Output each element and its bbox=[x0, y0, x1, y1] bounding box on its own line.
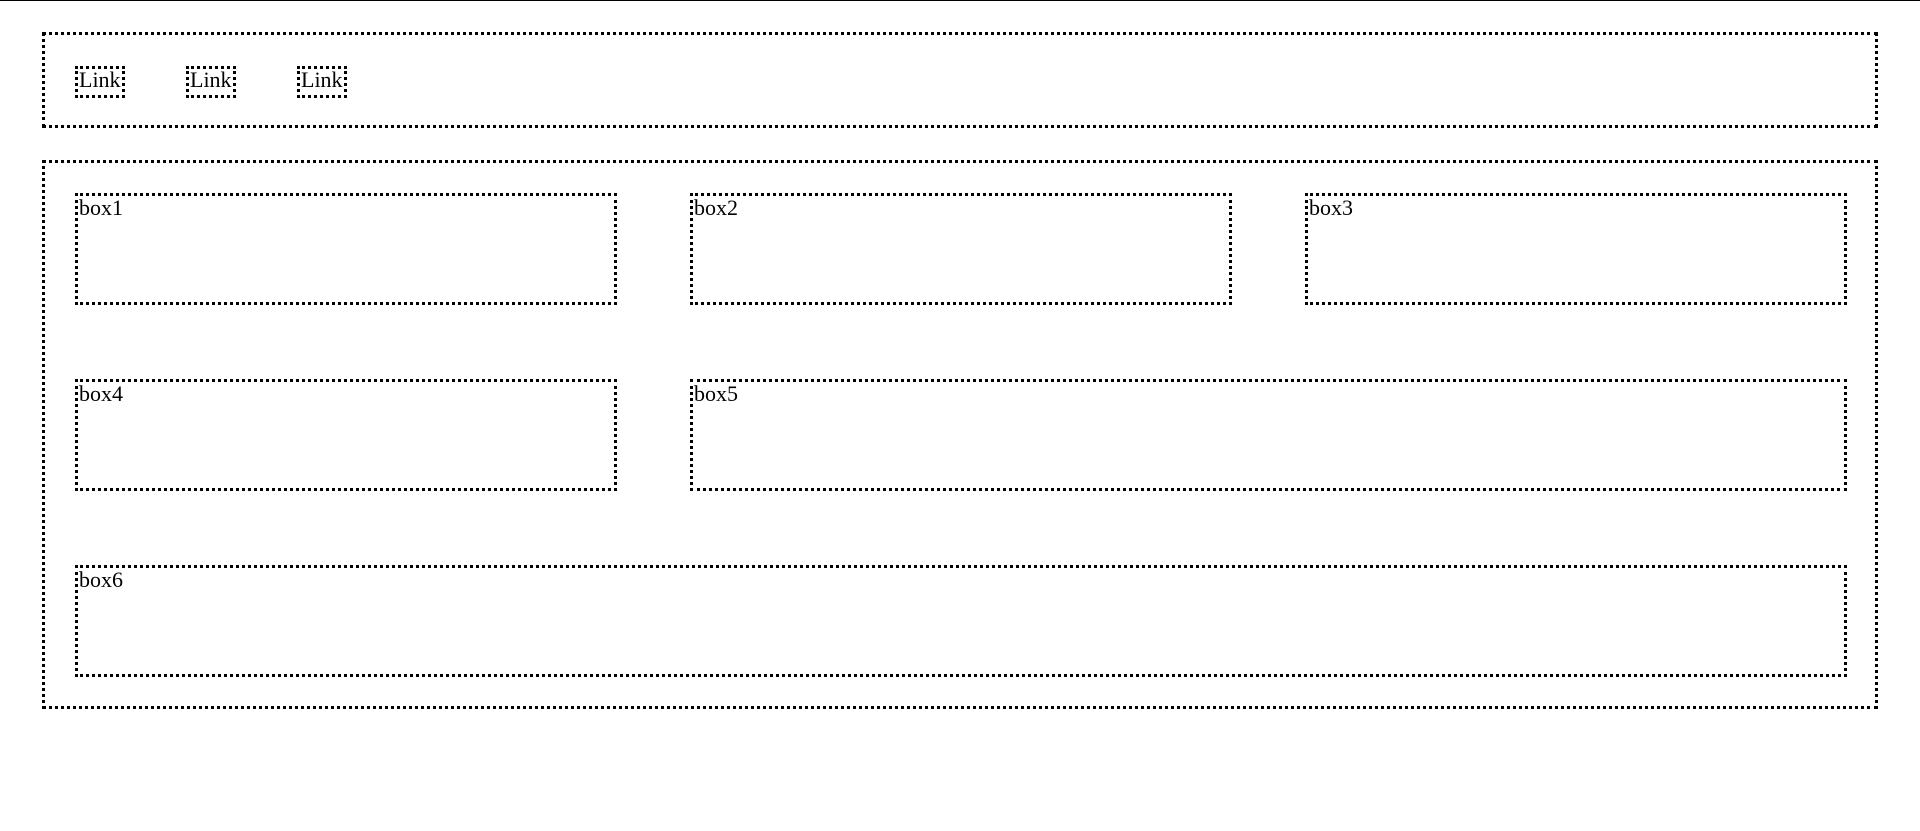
nav-link-1[interactable]: Link bbox=[75, 66, 125, 98]
box-6-label: box6 bbox=[79, 567, 123, 592]
box-3-label: box3 bbox=[1309, 195, 1353, 220]
box-4-label: box4 bbox=[79, 381, 123, 406]
box-1: box1 bbox=[75, 193, 617, 305]
box-2: box2 bbox=[690, 193, 1232, 305]
box-2-label: box2 bbox=[694, 195, 738, 220]
box-1-label: box1 bbox=[79, 195, 123, 220]
nav-link-3[interactable]: Link bbox=[297, 66, 347, 98]
box-4: box4 bbox=[75, 379, 617, 491]
nav-bar: Link Link Link bbox=[42, 32, 1878, 128]
box-5-label: box5 bbox=[694, 381, 738, 406]
main-grid-container: box1 box2 box3 box4 box5 box6 bbox=[42, 160, 1878, 709]
box-3: box3 bbox=[1305, 193, 1847, 305]
box-5: box5 bbox=[690, 379, 1847, 491]
top-border-line bbox=[0, 0, 1920, 1]
nav-link-2[interactable]: Link bbox=[186, 66, 236, 98]
box-6: box6 bbox=[75, 565, 1847, 677]
